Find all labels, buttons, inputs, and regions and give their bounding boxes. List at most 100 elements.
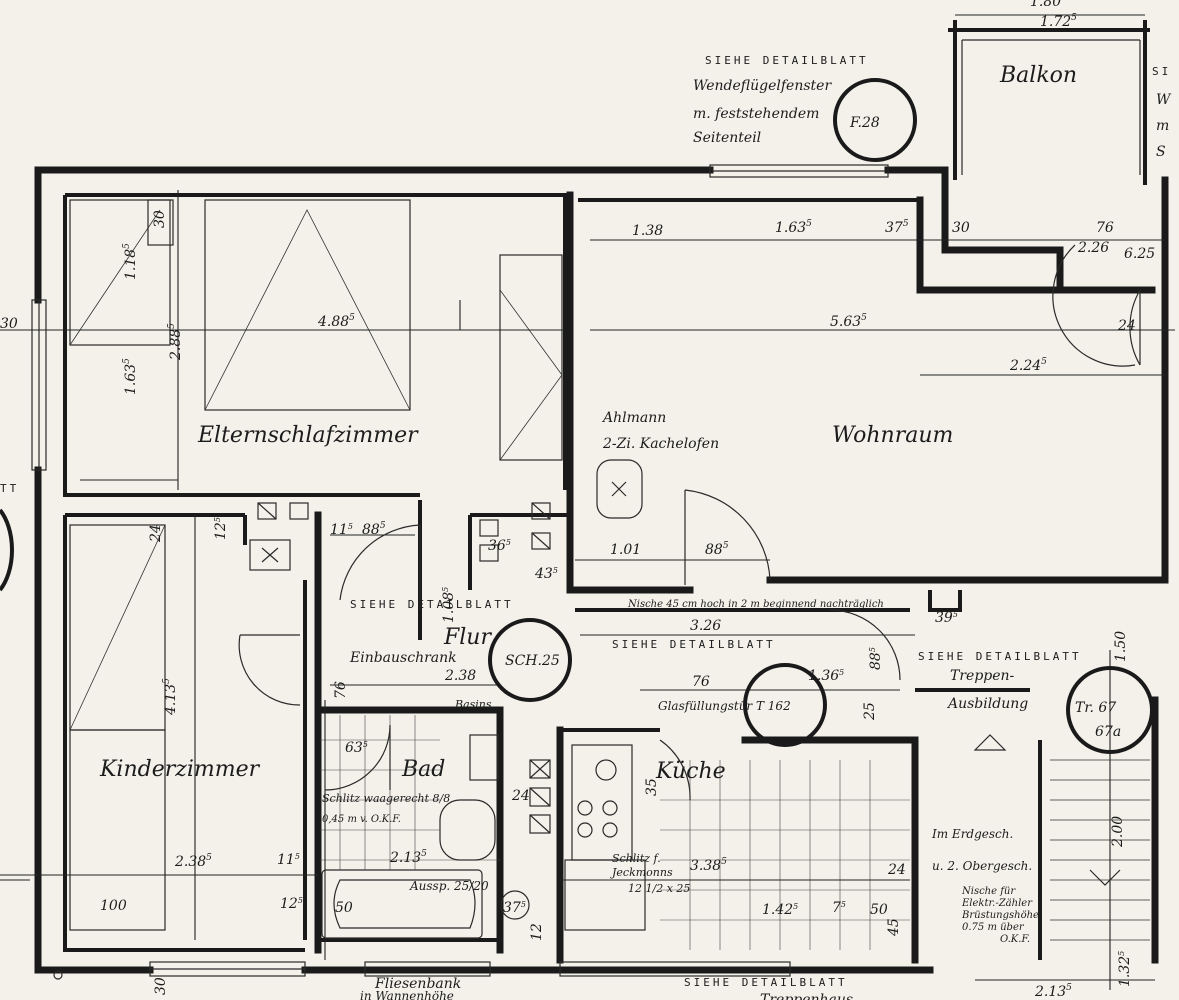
bottom-partial: Treppenhaus	[760, 992, 853, 1000]
detail-circle-partial	[0, 508, 14, 592]
right-partial-1: SI	[1152, 65, 1171, 78]
niche-note: Nische 45 cm hoch in 2 m beginnend nacht…	[627, 599, 884, 610]
oven-note-2: 2-Zi. Kachelofen	[602, 436, 719, 452]
right-partial-3: m	[1156, 118, 1169, 134]
dim-163-bed: 1.635	[122, 358, 139, 395]
kitchen-slot-2: Jeckmonns	[610, 866, 673, 879]
detail-header-bottom: SIEHE DETAILBLATT	[684, 976, 848, 989]
dim-30-bottom: 30	[153, 977, 169, 995]
dim-37-bath: 375	[503, 900, 526, 916]
dim-88-hall: 885	[362, 521, 386, 538]
room-label-bath: Bad	[401, 757, 445, 782]
stair-ref: Tr. 67	[1075, 700, 1116, 716]
dim-136: 1.365	[808, 668, 844, 684]
dim-213-bottom: 2.135	[1034, 983, 1072, 1000]
dim-12-child: 125	[280, 896, 303, 912]
dim-200: 2.00	[1110, 816, 1126, 848]
room-labels: Elternschlafzimmer Wohnraum Kinderzimmer…	[99, 423, 1028, 784]
dim-24-right: 24	[1117, 318, 1136, 334]
balcony-width-a: 1.80	[1030, 0, 1061, 10]
dim-left-30: 30	[0, 316, 18, 332]
stair-niche-4: 0.75 m über	[962, 922, 1025, 933]
dim-238-child: 2.385	[174, 853, 212, 870]
stair-niche-2: Elektr.-Zähler	[961, 898, 1033, 909]
oven-note-1: Ahlmann	[601, 410, 666, 426]
dim-213: 2.135	[389, 849, 427, 866]
stair-label-2: Ausbildung	[946, 696, 1028, 712]
dim-288: 2.885	[167, 323, 184, 361]
furniture	[69, 199, 1150, 950]
dimension-lines	[0, 14, 1175, 990]
doors	[238, 244, 1141, 801]
detail-circle-sch25	[488, 618, 572, 702]
windows	[31, 164, 889, 977]
balcony-width-b: 1.725	[1040, 13, 1077, 30]
dim-108: 1.085	[441, 587, 457, 623]
cupboard-ref: SCH.25	[505, 653, 560, 669]
dim-11-hall: 115	[330, 522, 353, 538]
dim-488: 4.885	[317, 313, 355, 330]
dim-138: 1.38	[632, 223, 663, 239]
dim-35: 35	[644, 778, 660, 796]
stair-niche-1: Nische für	[961, 886, 1016, 897]
dim-238: 2.38	[444, 668, 476, 684]
detail-window-line2: m. feststehendem	[693, 106, 819, 122]
stair-floor-note-2: u. 2. Obergesch.	[932, 859, 1032, 873]
right-partial-2: W	[1156, 92, 1172, 108]
dim-150: 1.50	[1113, 631, 1129, 662]
dimension-labels: 30 1.185 2.885 1.635 4.885 30 TT 1.38 1.…	[0, 210, 1155, 1000]
stair-ref2: 67a	[1095, 724, 1121, 740]
right-partial-4: S	[1156, 144, 1166, 160]
dim-39: 395	[935, 610, 958, 626]
dim-7: 75	[832, 900, 846, 916]
basin-note: Basins	[454, 698, 492, 711]
detail-window-line3: Seitenteil	[693, 130, 761, 146]
cupboard-note: Einbauschrank	[349, 650, 457, 666]
dim-25: 25	[862, 702, 878, 721]
dim-101: 1.01	[610, 542, 641, 558]
bath-window-note-2: 0,45 m v. O.K.F.	[322, 814, 401, 825]
dim-88-kit: 885	[868, 647, 884, 670]
dim-37: 375	[885, 219, 909, 236]
dim-12-small: 12	[529, 923, 545, 941]
room-label-balcony: Balkon	[999, 63, 1077, 88]
dim-63: 635	[345, 740, 368, 756]
detail-window-line1: Wendeflügelfenster	[693, 78, 832, 94]
dim-24-child: 24	[148, 524, 164, 543]
dim-413: 4.135	[162, 678, 179, 716]
room-label-living: Wohnraum	[832, 423, 953, 448]
stair-niche-3: Brüstungshöhe	[961, 910, 1039, 921]
dim-326: 3.26	[690, 618, 721, 634]
room-label-child: Kinderzimmer	[99, 757, 261, 782]
dim-76-top: 76	[1096, 220, 1114, 236]
room-label-hall: Flur	[443, 625, 492, 650]
kitchen-tiles	[660, 760, 910, 950]
dim-36: 365	[488, 538, 511, 554]
small-marker	[53, 970, 63, 980]
dim-24-kit: 24	[887, 862, 906, 878]
dim-132: 1.325	[1117, 951, 1133, 987]
dim-50-kit: 50	[870, 902, 888, 918]
dim-563: 5.635	[830, 313, 867, 330]
bath-window-note-1: Schlitz waagerecht 8/8	[322, 792, 450, 805]
dim-625: 6.25	[1124, 246, 1155, 262]
stair-niche-5: O.K.F.	[1000, 934, 1030, 945]
dim-224: 2.245	[1009, 357, 1047, 374]
annotations: Ahlmann 2-Zi. Kachelofen SIEHE DETAILBLA…	[322, 410, 1121, 1000]
top-labels: 1.80 1.725 Balkon SIEHE DETAILBLATT Wend…	[693, 0, 1172, 160]
stair-label-1: Treppen-	[950, 668, 1015, 684]
detail-circle-f28	[833, 78, 917, 162]
dim-163-liv: 1.635	[775, 219, 812, 236]
stair-floor-note-1: Im Erdgesch.	[931, 827, 1013, 841]
kitchen-size: 12 1/2 x 25	[628, 882, 690, 895]
dim-226: 2.26	[1077, 240, 1109, 256]
detail-circle-tr67	[1066, 666, 1154, 754]
detail-header-kitchen: SIEHE DETAILBLATT	[612, 638, 776, 651]
dim-100: 100	[100, 898, 127, 914]
detail-header-window: SIEHE DETAILBLATT	[705, 54, 869, 67]
detail-circle-t162	[743, 663, 827, 747]
window-sill-note-1: Fliesenbank	[374, 976, 461, 992]
dim-12: 125	[213, 517, 229, 540]
